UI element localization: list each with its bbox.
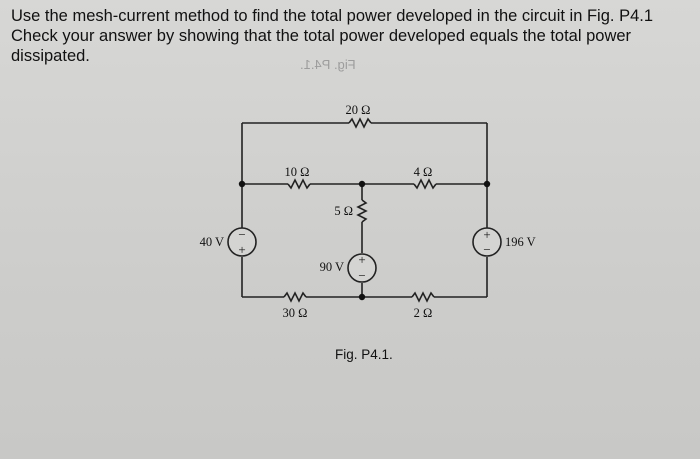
sign-196v-top: + [483, 227, 490, 242]
label-4-ohm: 4 Ω [414, 165, 433, 179]
node-right [483, 180, 491, 188]
resistor-10-ohm [287, 178, 311, 190]
sign-90v-bottom: − [358, 268, 365, 283]
voltage-source-40v [227, 227, 257, 257]
sign-90v-top: + [358, 252, 365, 267]
problem-line-1: Use the mesh-current method to find the … [11, 7, 654, 25]
sign-40v-top: − [238, 227, 245, 242]
label-20-ohm: 20 Ω [346, 103, 371, 117]
circuit-wires [241, 117, 488, 303]
problem-line-2: Check your answer by showing that the to… [11, 27, 632, 45]
resistor-5-ohm [356, 199, 368, 223]
circuit-nodes [238, 180, 491, 301]
sign-40v-bottom: + [238, 242, 245, 257]
node-left [238, 180, 246, 188]
voltage-source-196v [472, 227, 502, 257]
node-center [358, 180, 366, 188]
resistor-4-ohm [413, 178, 437, 190]
problem-statement: Use the mesh-current method to find the … [11, 6, 697, 66]
label-196v: 196 V [505, 235, 536, 249]
label-10-ohm: 10 Ω [285, 165, 310, 179]
label-2-ohm: 2 Ω [414, 306, 433, 320]
voltage-source-90v [347, 253, 377, 283]
resistor-20-ohm [348, 117, 372, 129]
problem-line-3: dissipated. [11, 47, 90, 65]
node-bottom [358, 293, 366, 301]
resistor-30-ohm [283, 291, 307, 303]
label-90v: 90 V [320, 260, 344, 274]
resistor-2-ohm [411, 291, 435, 303]
label-5-ohm: 5 Ω [334, 204, 353, 218]
figure-caption: Fig. P4.1. [335, 347, 393, 362]
sign-196v-bottom: − [483, 242, 490, 257]
label-40v: 40 V [200, 235, 224, 249]
label-30-ohm: 30 Ω [283, 306, 308, 320]
